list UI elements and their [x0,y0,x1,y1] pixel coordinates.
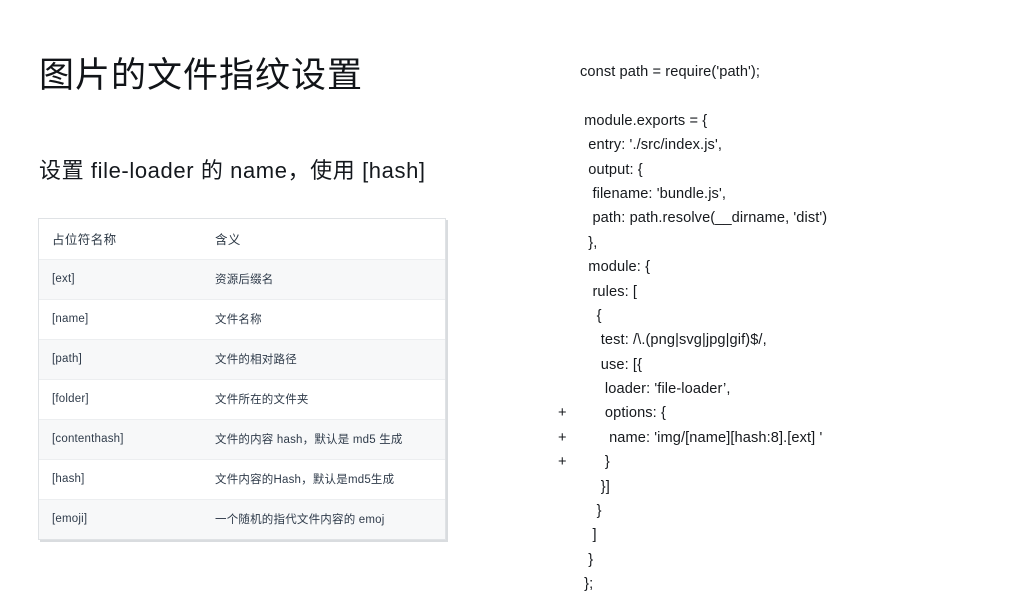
code-line: module: { [558,255,827,279]
code-line: } [558,499,827,523]
table-header: 占位符名称 含义 [39,219,445,260]
code-line-text: output: { [580,161,643,178]
code-line-text: ] [580,527,597,544]
code-line-text: test: /\.(png|svg|jpg|gif)$/, [580,332,767,349]
page-title: 图片的文件指纹设置 [39,56,364,96]
code-line: + } [558,450,827,474]
table-header-placeholder-name: 占位符名称 [39,219,203,260]
code-line [558,84,827,108]
code-line: filename: 'bundle.js', [558,182,827,206]
table-cell-placeholder-name: [name] [39,299,203,340]
placeholder-table: 占位符名称 含义 [ext]资源后缀名[name]文件名称[path]文件的相对… [39,219,445,539]
page-subtitle: 设置 file-loader 的 name，使用 [hash] [39,158,426,183]
code-line-text: }; [580,576,594,593]
code-line-text: use: [{ [580,356,643,373]
code-line-text: options: { [580,405,666,422]
code-line-text: loader: 'file-loader’, [580,381,731,398]
code-line: path: path.resolve(__dirname, 'dist') [558,206,827,230]
table-cell-placeholder-name: [hash] [39,459,203,500]
webpack-config-code-block: const path = require('path'); module.exp… [558,60,827,597]
left-content-column: 图片的文件指纹设置 设置 file-loader 的 name，使用 [hash… [0,0,500,569]
code-column: const path = require('path'); module.exp… [500,0,1009,592]
code-line: use: [{ [558,353,827,377]
code-line-text: module: { [580,259,651,276]
code-line-text: name: 'img/[name][hash:8].[ext] ' [580,429,823,446]
table-cell-meaning: 文件名称 [203,299,445,340]
table-row: [path]文件的相对路径 [39,339,445,380]
code-line-text: }] [580,478,610,495]
table-cell-meaning: 文件所在的文件夹 [203,379,445,420]
table-row: [folder]文件所在的文件夹 [39,379,445,420]
code-line: + name: 'img/[name][hash:8].[ext] ' [558,426,827,450]
table-cell-placeholder-name: [folder] [39,379,203,420]
code-line-text: } [580,503,602,520]
code-line-text: path: path.resolve(__dirname, 'dist') [580,210,828,227]
table-row: [ext]资源后缀名 [39,259,445,300]
code-line: ] [558,523,827,547]
table-row: [name]文件名称 [39,299,445,340]
code-line: const path = require('path'); [558,60,827,84]
code-line-text: rules: [ [580,283,638,300]
table-body: [ext]资源后缀名[name]文件名称[path]文件的相对路径[folder… [39,259,445,539]
code-line: rules: [ [558,280,827,304]
code-line-text: }, [580,234,598,251]
table-cell-meaning: 文件的相对路径 [203,339,445,380]
placeholder-table-container: 占位符名称 含义 [ext]资源后缀名[name]文件名称[path]文件的相对… [38,218,446,540]
code-line: loader: 'file-loader’, [558,377,827,401]
code-line: module.exports = { [558,109,827,133]
diff-add-marker: + [558,405,567,422]
table-row: [hash]文件内容的Hash，默认是md5生成 [39,459,445,500]
table-cell-meaning: 资源后缀名 [203,259,445,300]
code-line: output: { [558,158,827,182]
code-line-text: } [580,454,610,471]
code-line-text: } [580,551,594,568]
table-header-row: 占位符名称 含义 [39,219,445,260]
table-cell-placeholder-name: [ext] [39,259,203,300]
code-line-text: { [580,307,602,324]
table-cell-placeholder-name: [path] [39,339,203,380]
code-line: + options: { [558,401,827,425]
table-cell-meaning: 文件内容的Hash，默认是md5生成 [203,459,445,500]
table-cell-meaning: 一个随机的指代文件内容的 emoj [203,499,445,539]
table-header-meaning: 含义 [203,219,445,260]
code-line: }; [558,572,827,596]
table-cell-placeholder-name: [contenthash] [39,419,203,460]
table-row: [emoji]一个随机的指代文件内容的 emoj [39,499,445,539]
code-line: } [558,548,827,572]
code-line-text: entry: './src/index.js', [580,137,722,154]
table-cell-meaning: 文件的内容 hash，默认是 md5 生成 [203,419,445,460]
code-line: }] [558,475,827,499]
code-line: test: /\.(png|svg|jpg|gif)$/, [558,328,827,352]
diff-add-marker: + [558,429,567,446]
code-line: }, [558,231,827,255]
table-row: [contenthash]文件的内容 hash，默认是 md5 生成 [39,419,445,460]
code-line: { [558,304,827,328]
code-line-text: const path = require('path'); [580,64,761,80]
code-line: entry: './src/index.js', [558,133,827,157]
diff-add-marker: + [558,454,567,471]
table-cell-placeholder-name: [emoji] [39,499,203,539]
code-line-text: filename: 'bundle.js', [580,185,726,202]
code-line-text: module.exports = { [580,112,708,129]
